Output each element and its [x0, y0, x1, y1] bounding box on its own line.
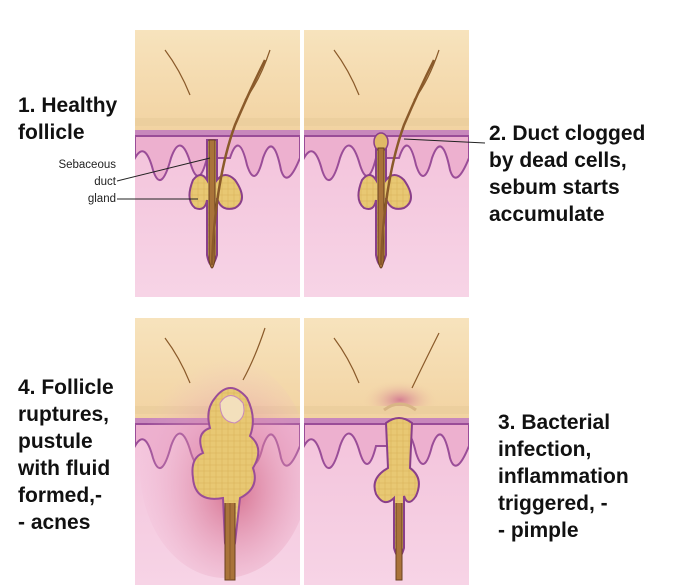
label-gland: gland: [46, 192, 116, 206]
panel-healthy-follicle: [135, 30, 300, 297]
caption-line: - pimple: [498, 517, 629, 544]
caption-line: follicle: [18, 119, 117, 146]
caption-line: formed,-: [18, 482, 114, 509]
panel-ruptured-follicle: [135, 318, 300, 585]
label-duct: duct: [46, 175, 116, 189]
caption-line: 1. Healthy: [18, 92, 117, 119]
ruptured-follicle-illustration: [135, 318, 300, 585]
caption-line: by dead cells,: [489, 147, 645, 174]
caption-line: - acnes: [18, 509, 114, 536]
caption-line: accumulate: [489, 201, 645, 228]
label-sebaceous: Sebaceous: [46, 158, 116, 172]
panel-bacterial-infection: [304, 318, 469, 585]
caption-line: 2. Duct clogged: [489, 120, 645, 147]
caption-line: sebum starts: [489, 174, 645, 201]
panel-clogged-duct: [304, 30, 469, 297]
caption-line: 3. Bacterial: [498, 409, 629, 436]
healthy-follicle-illustration: [135, 30, 300, 297]
caption-line: pustule: [18, 428, 114, 455]
bacterial-infection-illustration: [304, 318, 469, 585]
caption-line: with fluid: [18, 455, 114, 482]
caption-line: triggered, -: [498, 490, 629, 517]
caption-line: infection,: [498, 436, 629, 463]
clogged-duct-illustration: [304, 30, 469, 297]
caption-line: inflammation: [498, 463, 629, 490]
caption-line: ruptures,: [18, 401, 114, 428]
caption-line: 4. Follicle: [18, 374, 114, 401]
